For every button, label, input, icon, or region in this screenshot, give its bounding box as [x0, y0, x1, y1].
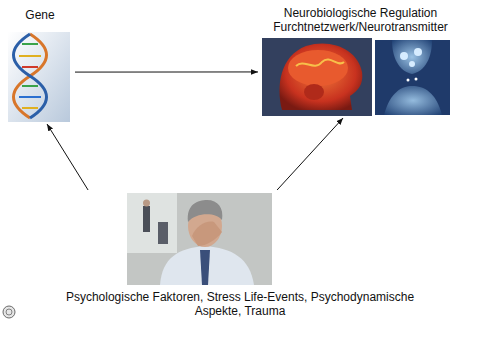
labelled-picture: Neurobiologische Regulation Furchtnetzwe… [258, 4, 463, 118]
arrow-line [277, 118, 343, 190]
tie [200, 250, 210, 285]
brain-stem [304, 84, 324, 100]
node-label: Neurobiologische Regulation Furchtnetzwe… [258, 6, 463, 35]
dna-rung [22, 66, 38, 68]
synapse-terminal [392, 40, 432, 74]
seal-ring [3, 306, 15, 318]
arrow-line [75, 71, 258, 72]
brain-shape [288, 50, 348, 86]
seal-core [6, 309, 12, 315]
hair [188, 200, 223, 222]
synapse-receiver [384, 86, 442, 115]
office-window [127, 193, 177, 253]
dna-strand [14, 34, 47, 118]
dna-ground [8, 32, 70, 122]
transmitter [407, 79, 410, 82]
dna-strand [14, 34, 47, 118]
seal-logo [3, 306, 15, 318]
background-person [143, 206, 150, 232]
dna-rung [22, 85, 38, 87]
dna-rung [19, 96, 41, 98]
background-person [158, 222, 168, 244]
vesicle [400, 52, 408, 60]
labelled-picture: Psychologische Faktoren, Stress Life-Eve… [60, 190, 420, 330]
vesicle [414, 48, 422, 56]
node-label: Psychologische Faktoren, Stress Life-Eve… [60, 290, 420, 319]
synapse-picture [375, 40, 450, 115]
dna-rung [22, 43, 38, 45]
vesicle [409, 61, 415, 67]
brain-fold [296, 59, 344, 66]
office-ground [127, 193, 272, 285]
synapse-ground [375, 40, 450, 115]
dna-rung [22, 107, 38, 109]
labelled-picture: Gene [5, 6, 75, 124]
brain-scan-picture [262, 38, 372, 116]
arrow-line [47, 124, 88, 190]
head-silhouette [280, 44, 363, 110]
hand [192, 222, 222, 246]
transmitter [415, 78, 418, 81]
scan-ground [262, 38, 372, 116]
dna-picture [8, 32, 70, 122]
node-label: Gene [5, 8, 75, 22]
background-head [143, 200, 150, 207]
stress-photo [127, 193, 272, 285]
shirt [160, 246, 254, 285]
dna-rung [19, 55, 41, 57]
